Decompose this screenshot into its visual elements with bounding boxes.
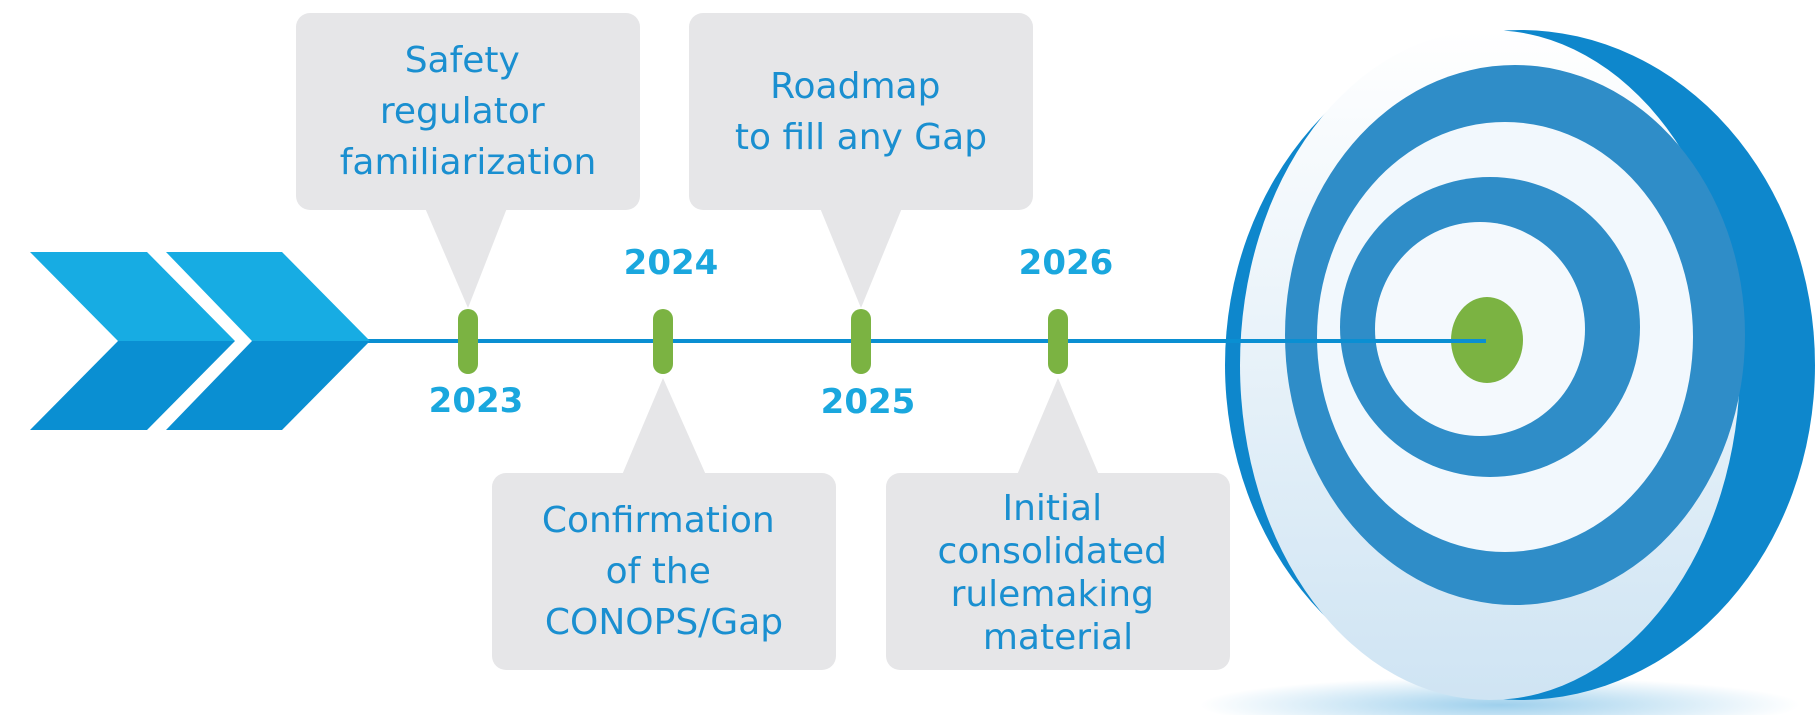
chevron-1-bottom	[30, 341, 235, 430]
milestone-2024-year: 2024	[624, 243, 719, 283]
milestone-2026-box	[886, 473, 1230, 670]
milestone-2026-line-2: consolidated	[938, 531, 1167, 572]
milestone-2026-pointer	[1017, 378, 1099, 475]
milestone-2025-line-2: to fill any Gap	[735, 117, 987, 158]
bullseye	[1451, 297, 1523, 383]
milestone-2026-marker	[1048, 309, 1068, 374]
milestone-2023-line-1: Safety	[405, 40, 520, 81]
milestone-2026-line-4: material	[983, 617, 1133, 658]
milestone-2023-box	[296, 13, 640, 210]
milestone-2025-year: 2025	[821, 382, 916, 422]
arrow-chevrons	[30, 252, 370, 430]
milestone-2024-marker	[653, 309, 673, 374]
milestone-2025-line-1: Roadmap	[770, 66, 940, 107]
milestone-2026-line-1: Initial	[1002, 488, 1102, 529]
milestone-2025-marker	[851, 309, 871, 374]
milestone-2023-year: 2023	[429, 381, 524, 421]
svg-text:Confirmation of the: Confirmation of the CONOPS/Gap	[542, 500, 786, 643]
svg-text:Initial consolidated: Initial consolidated rulemaking material	[938, 488, 1179, 658]
milestone-2025-box	[689, 13, 1033, 210]
svg-text:Roadmap to fill any Gap: Roadmap to fill any Gap	[735, 66, 987, 158]
chevron-1-top	[30, 252, 235, 341]
milestone-2026-line-3: rulemaking	[951, 574, 1154, 615]
milestone-2024-line-2: of the	[606, 551, 711, 592]
milestone-2024-pointer	[622, 378, 706, 475]
milestone-2023-pointer	[425, 208, 507, 308]
chevron-2-bottom	[166, 341, 370, 430]
milestone-2024-line-3: CONOPS/Gap	[545, 602, 783, 643]
target	[1200, 30, 1815, 715]
milestone-2026: 2026 Initial consolidated rulemaking mat…	[886, 243, 1230, 670]
milestone-2023-line-3: familiarization	[340, 142, 597, 183]
svg-text:Safety regulator f: Safety regulator familiarization	[340, 40, 597, 183]
milestone-2023-marker	[458, 309, 478, 374]
milestone-2024-line-1: Confirmation	[542, 500, 775, 541]
milestone-2025-pointer	[820, 208, 902, 308]
milestone-2026-year: 2026	[1019, 243, 1114, 283]
milestone-2025: Roadmap to fill any Gap 2025	[689, 13, 1033, 422]
milestone-2024: 2024 Confirmation of the CONOPS/Gap	[492, 243, 836, 670]
milestone-2023: Safety regulator familiarization 2023	[296, 13, 640, 421]
chevron-2-top	[166, 252, 370, 341]
milestone-2023-line-2: regulator	[380, 91, 545, 132]
milestone-2024-box	[492, 473, 836, 670]
